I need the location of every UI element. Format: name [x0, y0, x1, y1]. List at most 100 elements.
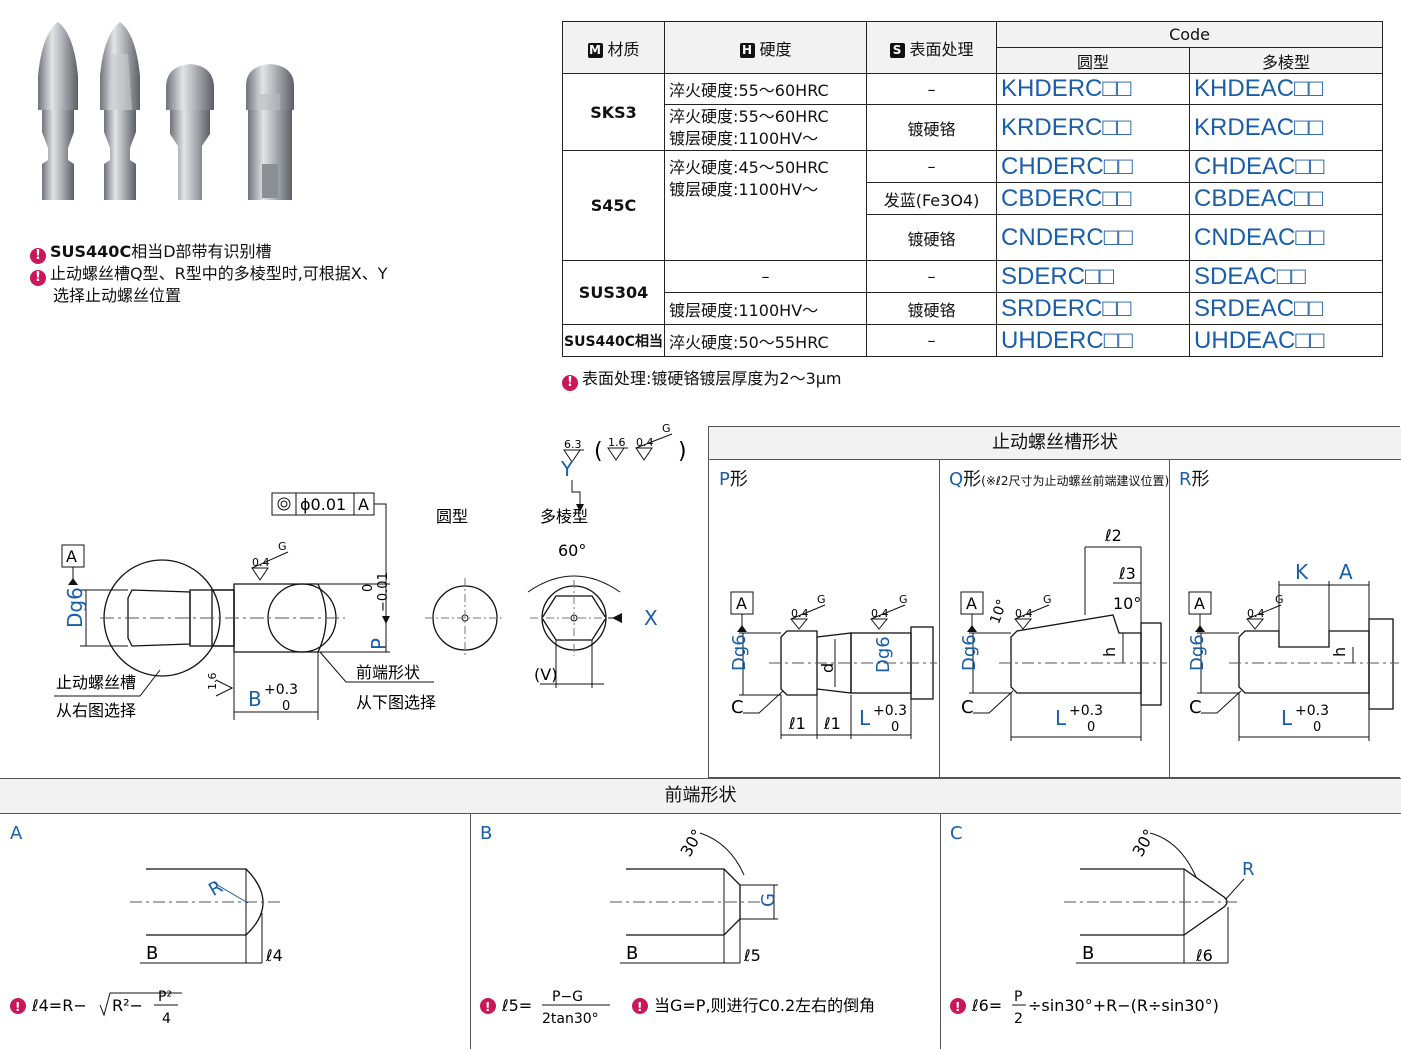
- header-round: 圆型: [996, 47, 1191, 74]
- front-panel: 前端形状 A B C R B ℓ4 ! ℓ4=R− R²− P² 4: [0, 778, 1401, 1049]
- datum-a-box: A: [66, 547, 77, 566]
- code-cell: SRDERC□□: [996, 292, 1191, 325]
- angle-30: 30°: [1128, 826, 1159, 860]
- datum-a: A: [966, 594, 977, 613]
- front-panel-title: 前端形状: [0, 779, 1401, 814]
- tol-lower: 0: [1313, 720, 1321, 735]
- roughness-g: G: [899, 593, 908, 606]
- note-2-text: 止动螺丝槽Q型、R型中的多棱型时,可根据X、Y: [50, 264, 388, 283]
- hardness-line: 淬火硬度:55～60HRC: [669, 106, 829, 126]
- roughness-g: G: [817, 593, 826, 606]
- dim-h: h: [1330, 647, 1349, 657]
- front-c-drawing: 30° R B ℓ6 ! ℓ6= P 2 ÷sin30°+R−(R÷sin30°…: [950, 826, 1255, 1027]
- dim-dg6: Dg6: [729, 634, 750, 671]
- dim-k: K: [1295, 560, 1309, 584]
- front-b-label: B: [480, 823, 493, 844]
- dim-g: G: [758, 893, 779, 907]
- product-photo: [38, 22, 294, 200]
- hardness-cell: –: [664, 260, 868, 293]
- surface-cell: –: [866, 324, 998, 357]
- angle-10: 10°: [987, 597, 1011, 626]
- dim-dg6: Dg6: [873, 636, 894, 673]
- hardness-line: 淬火硬度:45～50HRC: [669, 158, 829, 177]
- paren-open: (: [594, 439, 603, 464]
- svg-text:!: !: [15, 1000, 20, 1014]
- formula-l4-den: 4: [162, 1011, 171, 1027]
- dim-h: h: [1100, 647, 1119, 657]
- formula-l5-note: 当G=P,则进行C0.2左右的倒角: [654, 996, 875, 1015]
- front-b-drawing: G 30° B ℓ5 ! ℓ5= P−G 2tan30° ! 当G=P,则进行C…: [480, 826, 875, 1027]
- tol-lower: 0: [1087, 720, 1095, 735]
- formula-l6: ! ℓ6= P 2 ÷sin30°+R−(R÷sin30°): [950, 989, 1219, 1027]
- groove-note-1: 止动螺丝槽: [56, 673, 136, 692]
- dim-b: B: [1082, 943, 1094, 964]
- warning-icon: !: [30, 270, 46, 286]
- formula-l4-text: ℓ4=R−: [31, 996, 87, 1015]
- tip-note-2: 从下图选择: [356, 693, 436, 712]
- dim-b: B: [248, 687, 262, 711]
- surface-note: !表面处理:镀硬铬镀层厚度为2～3μm: [562, 368, 842, 391]
- divider: [939, 459, 940, 779]
- formula-l6-rest: ÷sin30°+R−(R÷sin30°): [1028, 996, 1219, 1015]
- dim-r: R: [1242, 859, 1255, 880]
- chamfer-c: C: [1189, 697, 1202, 718]
- code-cell: UHDERC□□: [996, 324, 1191, 357]
- note-2-continued: 选择止动螺丝位置: [53, 286, 182, 305]
- front-c-label: C: [950, 823, 963, 844]
- roughness-16: 1.6: [608, 436, 626, 449]
- surface-cell: 镀硬铬: [866, 292, 998, 325]
- groove-panel-title: 止动螺丝槽形状: [709, 427, 1401, 460]
- surface-note-text: 表面处理:镀硬铬镀层厚度为2～3μm: [582, 369, 842, 388]
- dim-l2: ℓ2: [1104, 526, 1122, 545]
- dim-b: B: [626, 943, 638, 964]
- svg-text:!: !: [637, 1000, 642, 1014]
- dim-l: L: [859, 706, 871, 730]
- hardness-line: 镀层硬度:1100HV～: [669, 180, 819, 199]
- dim-b-tol-upper: +0.3: [264, 682, 298, 698]
- code-cell: KHDERC□□: [996, 73, 1191, 105]
- h-icon: H: [739, 42, 755, 58]
- tol-upper: +0.3: [1069, 703, 1103, 719]
- code-cell: CHDEAC□□: [1189, 150, 1384, 183]
- x-label: X: [644, 606, 658, 630]
- svg-text:!: !: [485, 1000, 490, 1014]
- main-drawing: 6.3 ( 1.6 0.4 G ) Y ϕ0.01 A A Dg6 P 0 −0…: [54, 422, 687, 720]
- tip-note-1: 前端形状: [356, 663, 420, 682]
- dim-l6: ℓ6: [1195, 946, 1213, 965]
- dim-p: P: [367, 638, 391, 650]
- note-1-bold: SUS440C: [50, 242, 132, 261]
- header-surface-label: 表面处理: [909, 39, 974, 59]
- surface-cell: –: [866, 260, 998, 293]
- header-poly: 多棱型: [1189, 47, 1384, 74]
- code-cell: SRDEAC□□: [1189, 292, 1384, 325]
- hardness-line: 镀层硬度:1100HV～: [669, 128, 819, 148]
- datum-a-ref: A: [358, 495, 369, 514]
- dim-l1: ℓ1: [788, 714, 806, 733]
- hardness-cell: 镀层硬度:1100HV～: [664, 292, 868, 325]
- groove-p-label: PP形形: [719, 469, 748, 490]
- dim-l: L: [1055, 706, 1067, 730]
- q-note: (※ℓ2尺寸为止动螺丝前端建议位置): [981, 474, 1170, 488]
- dim-p-tol-upper: 0: [361, 584, 376, 592]
- note-2: !止动螺丝槽Q型、R型中的多棱型时,可根据X、Y: [30, 263, 388, 286]
- tol-upper: +0.3: [873, 703, 907, 719]
- formula-l4-num: P²: [158, 989, 172, 1005]
- code-cell: SDERC□□: [996, 260, 1191, 293]
- header-hardness-label: 硬度: [759, 39, 792, 59]
- paren-close: ): [678, 439, 687, 464]
- groove-q-label: Q形(※ℓ2尺寸为止动螺丝前端建议位置): [949, 469, 1170, 490]
- pin-poly-pointed: [100, 22, 140, 200]
- warning-icon: !: [30, 248, 46, 264]
- roughness-g: G: [662, 422, 671, 435]
- dim-b-tol-lower: 0: [282, 699, 290, 714]
- hardness-cell: 淬火硬度:55～60HRC: [664, 73, 868, 105]
- groove-q-drawing: A Dg6 10° 0.4 G ℓ2 ℓ3 10° h L +0.3 0 C: [959, 526, 1167, 741]
- front-a-drawing: R B ℓ4 ! ℓ4=R− R²− P² 4: [10, 868, 283, 1027]
- formula-l6-text: ℓ6=: [971, 996, 1002, 1015]
- pin-poly-dome: [246, 64, 294, 200]
- dim-l1: ℓ1: [823, 714, 841, 733]
- label-round: 圆型: [436, 507, 468, 526]
- divider: [1169, 459, 1170, 779]
